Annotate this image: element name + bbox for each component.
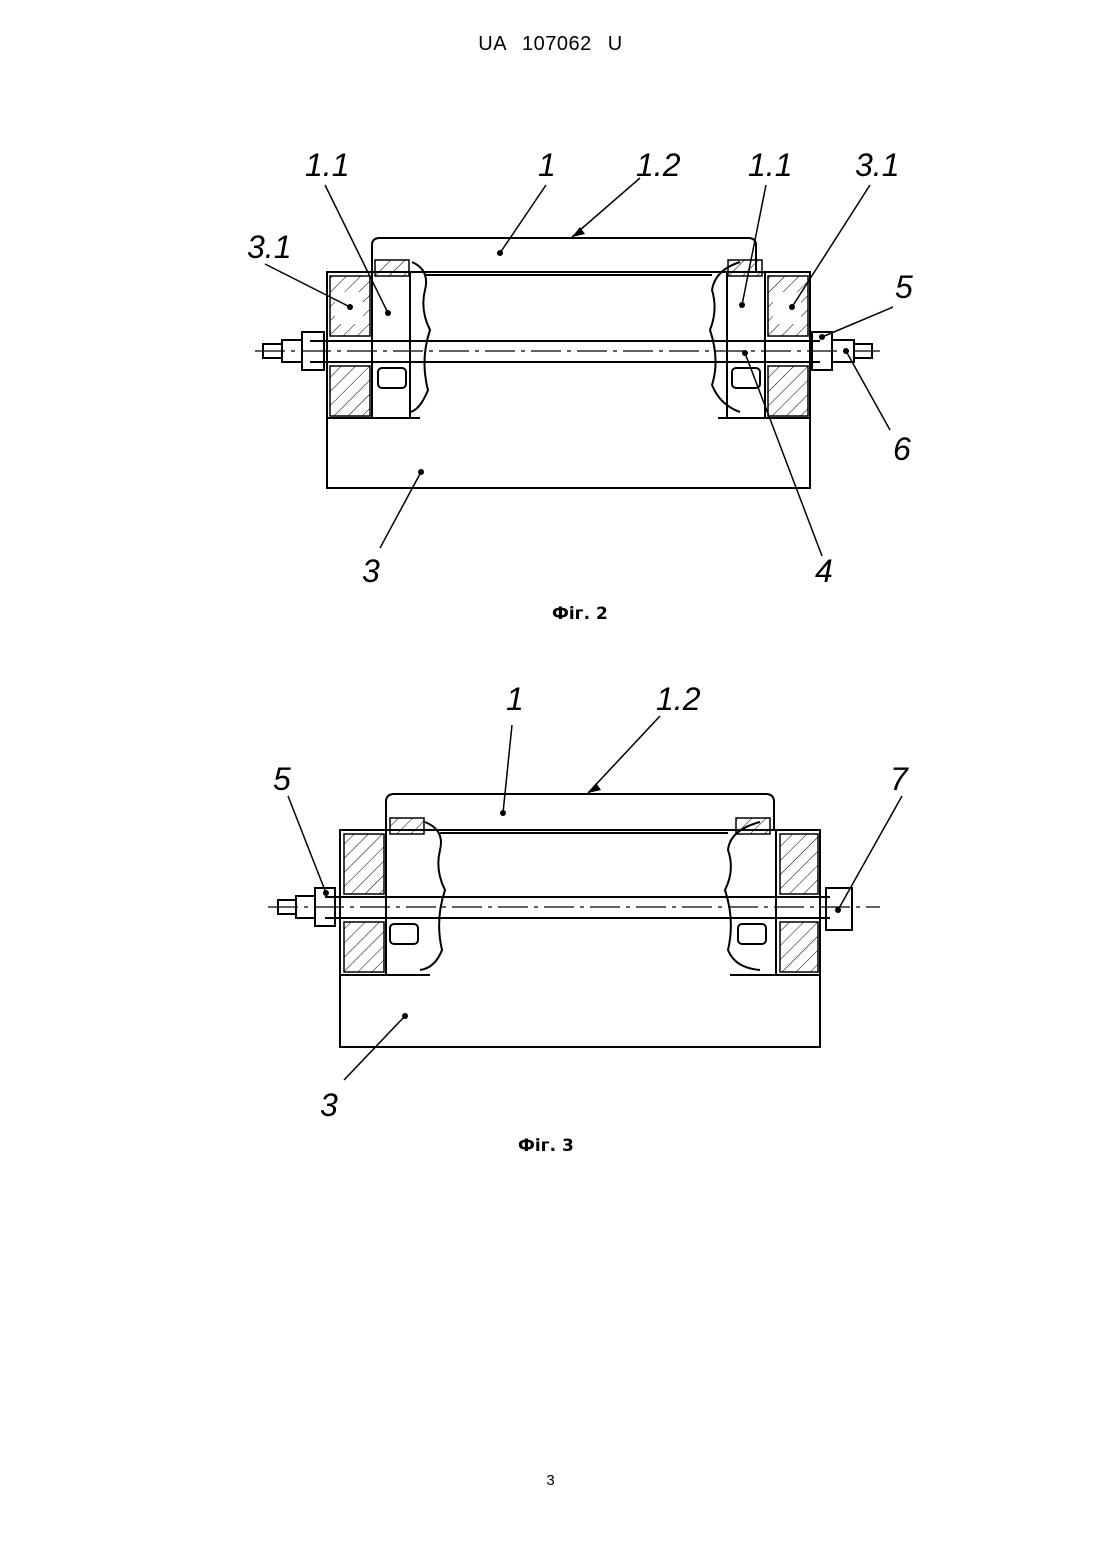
fig3-label-1-2: 1.2: [656, 681, 701, 717]
fig3-label-1: 1: [506, 681, 524, 717]
figure-3-caption: Фіг. 3: [518, 1136, 574, 1156]
fig3-label-3: 3: [320, 1087, 338, 1123]
page-number: 3: [0, 1472, 1101, 1489]
figure-3-drawing: 1 1.2 5 7 3: [0, 0, 1101, 1140]
fig3-label-5: 5: [273, 761, 291, 797]
fig3-label-7: 7: [890, 761, 909, 797]
